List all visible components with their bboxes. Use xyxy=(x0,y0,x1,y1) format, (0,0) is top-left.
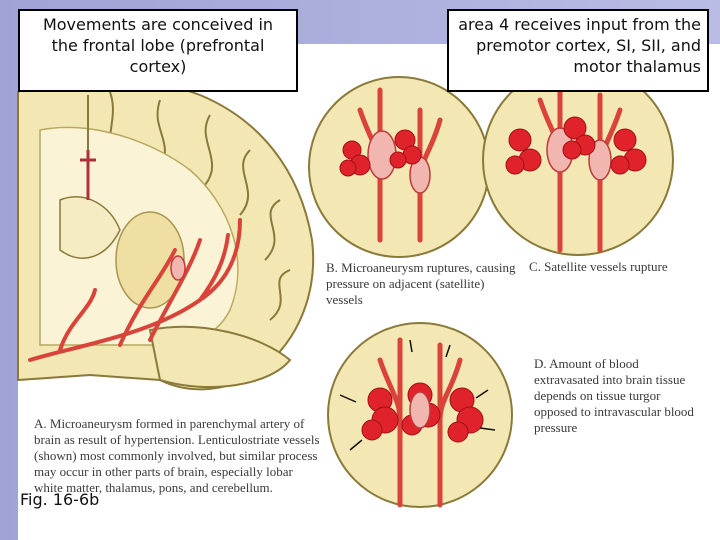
callout-area4-input: area 4 receives input from the premotor … xyxy=(447,9,709,92)
caption-b: B. Microaneurysm ruptures, causing press… xyxy=(326,260,516,307)
circle-c-satellite-rupture xyxy=(482,64,674,256)
callout-prefrontal-text: Movements are conceived in the frontal l… xyxy=(42,15,274,76)
circle-b-microaneurysm-rupture xyxy=(308,76,490,258)
caption-c: C. Satellite vessels rupture xyxy=(529,259,668,274)
caption-a: A. Microaneurysm formed in parenchymal a… xyxy=(34,416,320,495)
caption-d: D. Amount of blood extravasated into bra… xyxy=(534,356,694,435)
figure-label: Fig. 16-6b xyxy=(20,490,100,509)
callout-prefrontal: Movements are conceived in the frontal l… xyxy=(18,9,298,92)
callout-area4-text: area 4 receives input from the premotor … xyxy=(458,15,701,76)
brain-section xyxy=(17,75,315,391)
circle-d-extravasation xyxy=(327,322,513,508)
